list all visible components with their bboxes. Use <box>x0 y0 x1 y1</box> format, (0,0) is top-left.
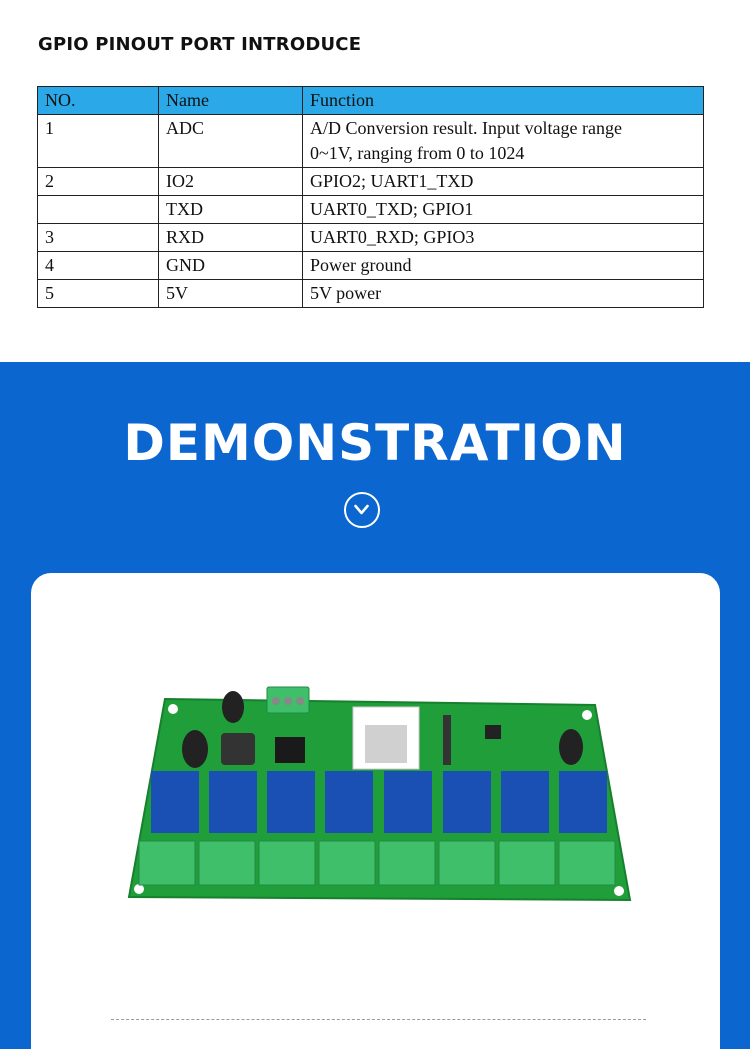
gpio-section-title: GPIO PINOUT PORT INTRODUCE <box>38 34 362 55</box>
terminal-screw <box>272 697 280 705</box>
terminal-block <box>378 840 436 886</box>
pinout-table: NO. Name Function 1 ADC A/D Conversion r… <box>37 86 704 308</box>
cell-no: 3 <box>37 223 159 252</box>
terminal-block <box>198 840 256 886</box>
mounting-hole <box>168 704 178 714</box>
cell-function: Power ground <box>302 251 704 280</box>
capacitor <box>559 729 583 765</box>
chevron-down-circle-icon[interactable] <box>344 492 380 528</box>
cell-name: RXD <box>158 223 303 252</box>
table-header-row: NO. Name Function <box>37 86 704 115</box>
mounting-hole <box>134 884 144 894</box>
cell-function: 5V power <box>302 279 704 308</box>
terminal-block <box>318 840 376 886</box>
terminal-block <box>138 840 196 886</box>
inductor <box>221 733 255 765</box>
cell-no: 4 <box>37 251 159 280</box>
capacitor <box>222 691 244 723</box>
cell-name: ADC <box>158 114 303 168</box>
mounting-hole <box>614 886 624 896</box>
cell-name: IO2 <box>158 167 303 196</box>
voltage-regulator <box>275 737 305 763</box>
demonstration-title: DEMONSTRATION <box>123 414 627 472</box>
terminal-screw <box>284 697 292 705</box>
module-shield <box>365 725 407 763</box>
cell-no: 5 <box>37 279 159 308</box>
relay <box>501 771 549 833</box>
cell-function: UART0_RXD; GPIO3 <box>302 223 704 252</box>
chevron-down-icon <box>354 504 369 515</box>
header-name: Name <box>158 86 303 115</box>
cell-no: 2 <box>37 167 159 196</box>
cell-name: GND <box>158 251 303 280</box>
cell-function: UART0_TXD; GPIO1 <box>302 195 704 224</box>
cell-no <box>37 195 159 224</box>
table-row: 4 GND Power ground <box>37 251 704 280</box>
table-row: 3 RXD UART0_RXD; GPIO3 <box>37 223 704 252</box>
relay <box>384 771 432 833</box>
pin-header <box>443 715 451 765</box>
relay-board-image <box>127 686 632 902</box>
terminal-screw <box>296 697 304 705</box>
cell-name: TXD <box>158 195 303 224</box>
terminal-block <box>258 840 316 886</box>
output-terminals <box>138 840 616 886</box>
header-no: NO. <box>37 86 159 115</box>
relay <box>325 771 373 833</box>
gpio-section: GPIO PINOUT PORT INTRODUCE NO. Name Func… <box>0 0 750 362</box>
cell-function: A/D Conversion result. Input voltage ran… <box>302 114 704 168</box>
dashed-divider <box>111 1019 646 1020</box>
header-function: Function <box>302 86 704 115</box>
mounting-hole <box>582 710 592 720</box>
relay <box>209 771 257 833</box>
relay-row <box>151 771 607 833</box>
product-card <box>31 573 720 1049</box>
terminal-block <box>498 840 556 886</box>
table-row: 1 ADC A/D Conversion result. Input volta… <box>37 114 704 168</box>
cell-name: 5V <box>158 279 303 308</box>
cell-no: 1 <box>37 114 159 168</box>
small-chip <box>485 725 501 739</box>
relay <box>267 771 315 833</box>
relay <box>559 771 607 833</box>
table-row: TXD UART0_TXD; GPIO1 <box>37 195 704 224</box>
table-row: 5 5V 5V power <box>37 279 704 308</box>
relay <box>443 771 491 833</box>
capacitor <box>182 730 208 768</box>
terminal-block <box>558 840 616 886</box>
terminal-block <box>438 840 496 886</box>
table-row: 2 IO2 GPIO2; UART1_TXD <box>37 167 704 196</box>
cell-function: GPIO2; UART1_TXD <box>302 167 704 196</box>
relay <box>151 771 199 833</box>
